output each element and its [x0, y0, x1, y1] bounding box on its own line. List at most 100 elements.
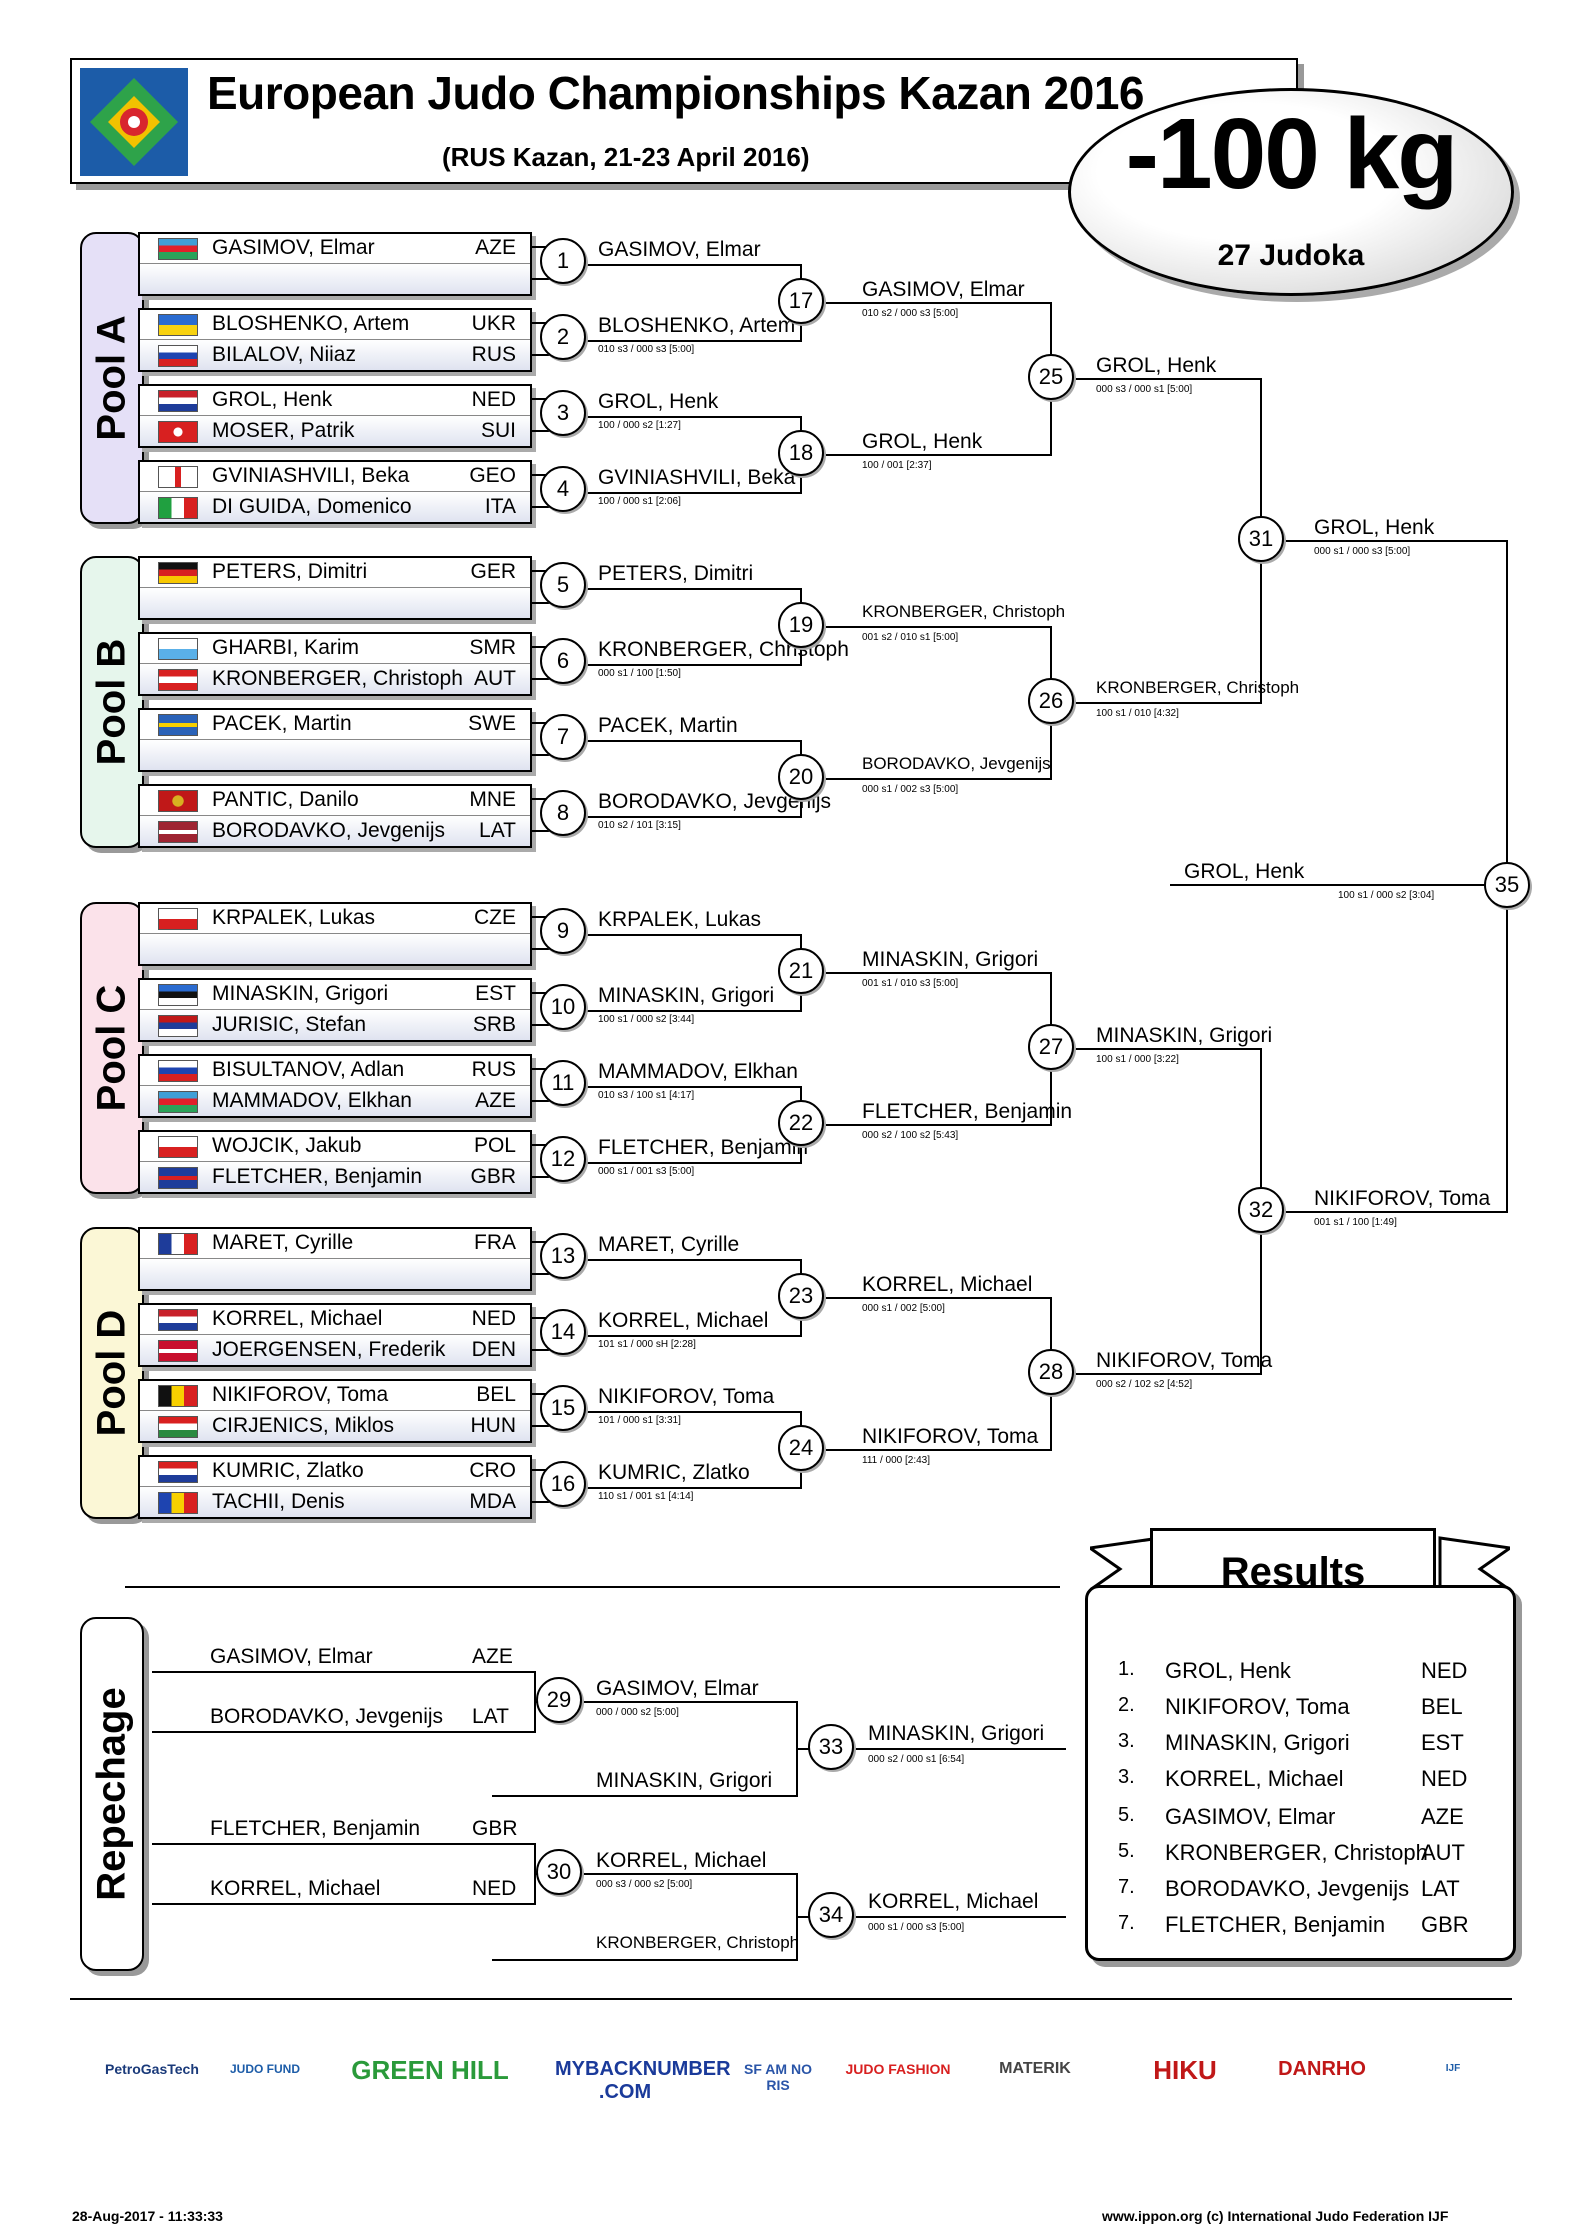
match-winner: NIKIFOROV, Toma [598, 1385, 775, 1408]
bracket-line [552, 1411, 800, 1413]
country-code: AZE [475, 236, 516, 259]
bracket-line [530, 948, 552, 950]
result-name: FLETCHER, Benjamin [1165, 1912, 1386, 1937]
competitor-name: GVINIASHVILI, Beka [212, 464, 410, 487]
match-winner: GASIMOV, Elmar [596, 1677, 759, 1700]
bracket-line [530, 1176, 552, 1178]
result-country: BEL [1421, 1694, 1463, 1719]
match-score: 000 s1 / 100 [1:50] [598, 668, 681, 679]
flag-icon [158, 984, 198, 1006]
country-code: UKR [471, 312, 516, 335]
match-score: 100 s1 / 000 [3:22] [1096, 1054, 1179, 1065]
competitor-name: BILALOV, Niiaz [212, 343, 356, 366]
match-winner: PETERS, Dimitri [598, 562, 754, 585]
flag-icon [158, 421, 198, 443]
result-place: 7. [1118, 1876, 1135, 1898]
match-winner: KORREL, Michael [596, 1849, 767, 1872]
match-winner: MINASKIN, Grigori [862, 948, 1039, 971]
match-number: 35 [1484, 862, 1530, 908]
match-score: 000 s1 / 001 s3 [5:00] [598, 1166, 695, 1177]
bracket-line [1170, 884, 1506, 886]
match-winner: MINASKIN, Grigori [1096, 1024, 1273, 1047]
match-number: 21 [778, 948, 824, 994]
sponsor-logo: PetroGasTech [105, 2061, 199, 2077]
bracket-line [530, 322, 552, 324]
bracket-line [530, 1100, 552, 1102]
match-score: 101 s1 / 000 sH [2:28] [598, 1339, 696, 1350]
match-number: 18 [778, 430, 824, 476]
competitor-name: BORODAVKO, Jevgenijs [212, 819, 446, 842]
flag-icon [158, 1136, 198, 1158]
entry-lower-half [140, 1411, 530, 1441]
bracket-line [800, 302, 1050, 304]
flag-icon [158, 908, 198, 930]
competitor-name: MOSER, Patrik [212, 419, 355, 442]
sponsor-logo: GREEN HILL [351, 2055, 509, 2085]
match-score: 000 / 000 s2 [5:00] [596, 1707, 679, 1718]
match-number: 16 [540, 1461, 586, 1507]
competitor-name: KRPALEK, Lukas [212, 906, 376, 929]
match-number: 13 [540, 1233, 586, 1279]
country-code: GER [470, 560, 516, 583]
match-winner: KORREL, Michael [598, 1309, 769, 1332]
bracket-line [800, 454, 1050, 456]
bracket-line [530, 798, 552, 800]
result-country: EST [1421, 1730, 1464, 1755]
competitor-name: CIRJENICS, Miklos [212, 1414, 395, 1437]
bracket-line [530, 1425, 552, 1427]
sponsor-logo: JUDO FUND [229, 2062, 300, 2076]
flag-icon [158, 1015, 198, 1037]
match-winner: GROL, Henk [862, 430, 983, 453]
pool-label-text: Pool D [89, 1309, 134, 1437]
bracket-line [530, 354, 552, 356]
entry-lower-half [140, 1086, 530, 1116]
bracket-line [552, 588, 800, 590]
bracket-line [1050, 702, 1260, 704]
flag-icon [158, 638, 198, 660]
match-winner: NIKIFOROV, Toma [1096, 1349, 1273, 1372]
pool-label-text: Repechage [89, 1687, 134, 1901]
pool-label-text: Pool B [89, 638, 134, 766]
match-opponent: KRONBERGER, Christoph [596, 1933, 800, 1952]
match-winner: KRONBERGER, Christoph [862, 602, 1066, 621]
footer-divider [70, 1998, 1512, 2000]
bracket-line [530, 1349, 552, 1351]
bracket-line [530, 754, 552, 756]
country-code: SUI [480, 419, 516, 442]
entry-lower-half [140, 416, 530, 446]
country-code: DEN [471, 1338, 516, 1361]
entry-divider [140, 415, 530, 416]
flag-icon [158, 390, 198, 412]
bracket-line [800, 626, 1050, 628]
match-winner: GVINIASHVILI, Beka [598, 466, 796, 489]
match-winner: KORREL, Michael [868, 1890, 1039, 1913]
bracket-line [800, 972, 1050, 974]
bracket-line [530, 570, 552, 572]
match-score: 001 s2 / 010 s1 [5:00] [862, 632, 959, 643]
sponsor-logo: MATERIK [999, 2060, 1071, 2077]
flag-icon [158, 1492, 198, 1514]
bracket-line [800, 1449, 1050, 1451]
final-winner: GROL, Henk [1184, 860, 1305, 883]
match-winner: MINASKIN, Grigori [868, 1722, 1045, 1745]
match-winner: MINASKIN, Grigori [598, 984, 775, 1007]
match-number: 10 [540, 984, 586, 1030]
country-code: LAT [479, 819, 516, 842]
sponsor-logo: HIKU [1153, 2055, 1217, 2085]
bracket-line [1260, 1211, 1506, 1213]
entry-divider [140, 491, 530, 492]
entry-lower-half [140, 1487, 530, 1517]
entry-lower-half [140, 816, 530, 846]
match-winner: KUMRIC, Zlatko [598, 1461, 750, 1484]
pool-label-text: Pool C [89, 984, 134, 1112]
entry-divider [140, 1161, 530, 1162]
entry-lower-half [140, 340, 530, 370]
bracket-line [530, 1024, 552, 1026]
